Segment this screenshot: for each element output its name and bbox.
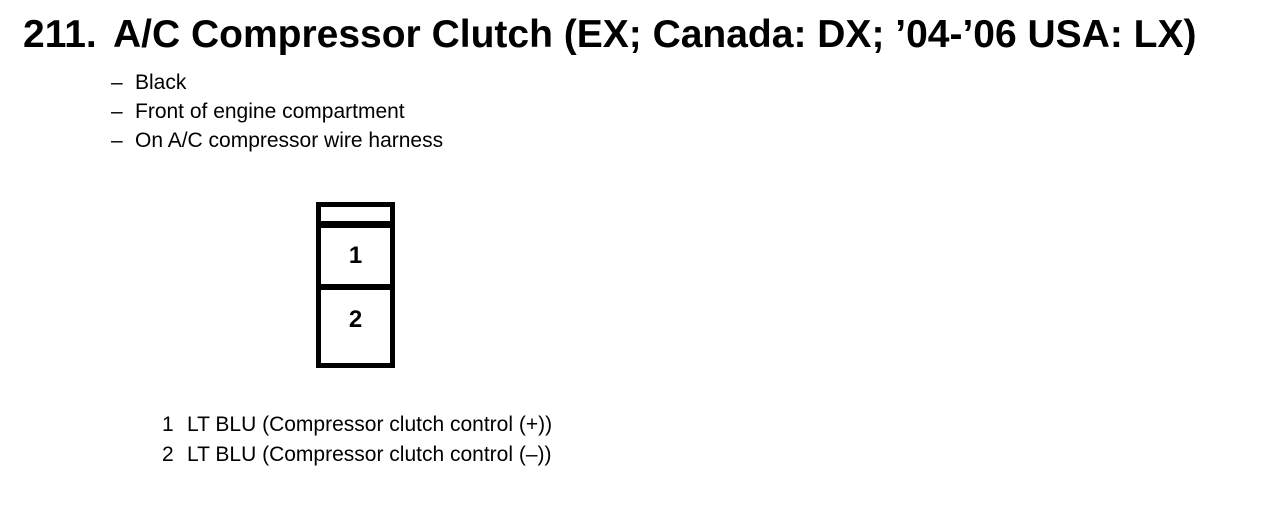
note-harness: – On A/C compressor wire harness (111, 126, 443, 155)
pin-description: LT BLU (Compressor clutch control (–)) (187, 443, 552, 466)
note-text: Black (135, 71, 187, 94)
connector-notes-list: – Black – Front of engine compartment – … (111, 68, 443, 155)
pin-row-2: 2 LT BLU (Compressor clutch control (–)) (162, 440, 552, 470)
pin-row-1: 1 LT BLU (Compressor clutch control (+)) (162, 410, 552, 440)
connector-cavity-1: 1 (321, 228, 390, 290)
dash-bullet: – (111, 100, 123, 123)
connector-cavity-2: 2 (321, 290, 390, 350)
connector-latch-tab (321, 207, 390, 228)
connector-diagram: 1 2 (316, 202, 395, 368)
pin-legend: 1 LT BLU (Compressor clutch control (+))… (162, 410, 552, 470)
cavity-number: 1 (348, 242, 363, 269)
pin-description: LT BLU (Compressor clutch control (+)) (187, 413, 553, 436)
note-location: – Front of engine compartment (111, 97, 443, 126)
note-color: – Black (111, 68, 443, 97)
pin-number: 1 (162, 413, 174, 436)
title-number: 211. (23, 13, 97, 56)
note-text: On A/C compressor wire harness (135, 129, 444, 152)
dash-bullet: – (111, 71, 123, 94)
page-title: 211. A/C Compressor Clutch (EX; Canada: … (23, 12, 1197, 59)
cavity-number: 2 (348, 306, 363, 333)
dash-bullet: – (111, 129, 123, 152)
pin-number: 2 (162, 443, 174, 466)
note-text: Front of engine compartment (135, 100, 405, 123)
title-text: A/C Compressor Clutch (EX; Canada: DX; ’… (113, 13, 1197, 56)
